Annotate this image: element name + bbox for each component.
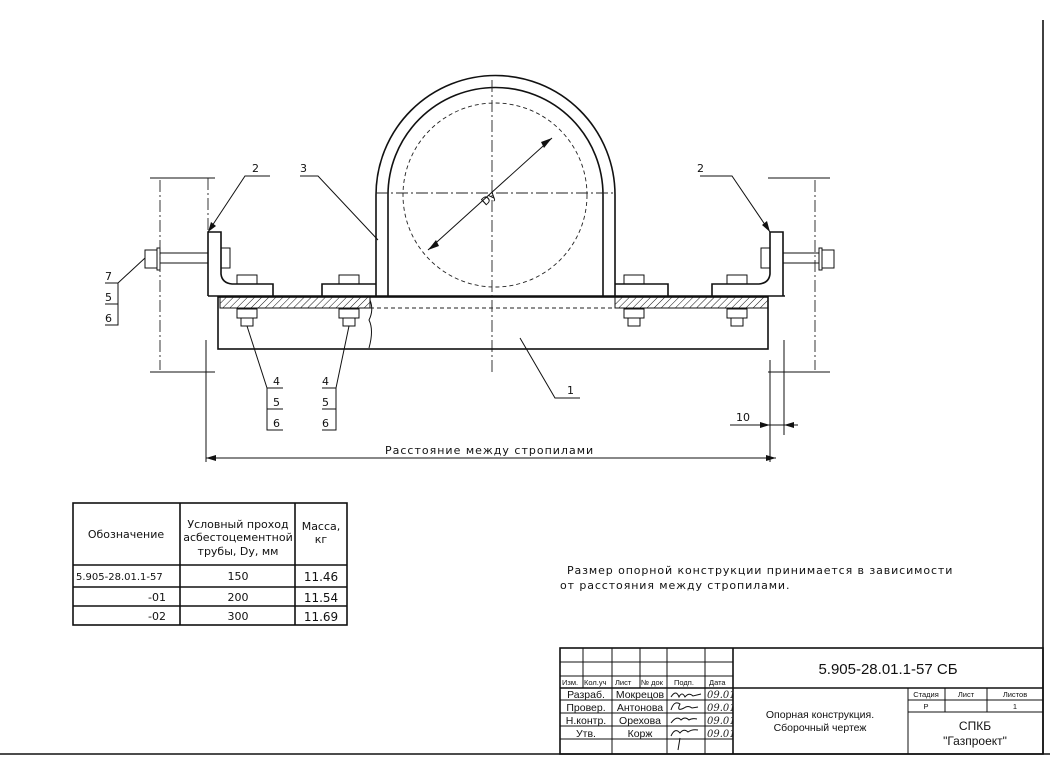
callout-3: 3 — [300, 162, 307, 175]
callout-2-right: 2 — [697, 162, 704, 175]
org-line1: СПКБ — [959, 719, 991, 733]
sheet-header: Лист — [958, 690, 975, 699]
role: Н.контр. — [566, 715, 606, 727]
date: 09.01 — [707, 716, 736, 727]
cell-designation: 5.905-28.01.1-57 — [76, 572, 163, 583]
note-line1: Размер опорной конструкции принимается в… — [567, 564, 953, 577]
dim-10-label: 10 — [736, 411, 750, 424]
cell-mass: 11.69 — [304, 610, 338, 624]
signatures — [670, 692, 702, 751]
col-podp: Подп. — [674, 678, 694, 687]
base-assembly — [144, 231, 835, 350]
col-list: Лист — [615, 678, 632, 687]
cell-designation: -01 — [148, 591, 166, 604]
callouts: 2 3 2 7 5 6 4 5 6 4 5 6 1 — [105, 162, 771, 431]
table-row: 5.905-28.01.1-57 150 11.46 — [76, 570, 338, 584]
col-doc: № док — [641, 678, 664, 687]
drawing-name-line1: Опорная конструкция. — [766, 709, 874, 721]
date: 09.01 — [707, 729, 736, 740]
org-line2: "Газпроект" — [943, 734, 1007, 748]
title-block: Изм. Кол.уч Лист № док Подп. Дата Разраб… — [559, 647, 1044, 755]
diameter-leader — [427, 137, 553, 251]
cell-mass: 11.54 — [304, 591, 338, 605]
table-row: -01 200 11.54 — [148, 591, 338, 605]
role: Утв. — [576, 728, 596, 740]
drawing-code: 5.905-28.01.1-57 СБ — [818, 661, 957, 678]
header-mass-line2: кг — [315, 533, 328, 546]
callout-6b: 6 — [273, 417, 280, 430]
callout-7: 7 — [105, 270, 112, 283]
header-dy-line3: трубы, Dy, мм — [198, 545, 279, 558]
callout-5b: 5 — [273, 396, 280, 409]
role: Провер. — [566, 702, 605, 714]
cell-mass: 11.46 — [304, 570, 338, 584]
col-kol: Кол.уч — [584, 678, 607, 687]
pipe-clamp: Dy — [375, 74, 616, 372]
cell-dy: 300 — [228, 610, 249, 623]
role: Разраб. — [567, 689, 605, 701]
col-izm: Изм. — [562, 678, 578, 687]
diameter-label: Dy — [479, 188, 499, 208]
person-name: Антонова — [617, 702, 663, 714]
note-line2: от расстояния между стропилами. — [560, 579, 790, 592]
callout-1: 1 — [567, 384, 574, 397]
person-name: Корж — [628, 728, 653, 740]
cell-dy: 150 — [228, 570, 249, 583]
stage-header: Стадия — [913, 690, 939, 699]
callout-4b: 4 — [273, 375, 280, 388]
pipe-outline — [402, 102, 588, 288]
person-name: Орехова — [619, 715, 661, 727]
callout-6a: 6 — [105, 312, 112, 325]
cell-dy: 200 — [228, 591, 249, 604]
cell-designation: -02 — [148, 610, 166, 623]
header-designation: Обозначение — [88, 528, 165, 541]
callout-4c: 4 — [322, 375, 329, 388]
drawing-name-line2: Сборочный чертеж — [774, 722, 867, 734]
dimension-label: Расстояние между стропилами — [385, 444, 594, 457]
callout-5c: 5 — [322, 396, 329, 409]
sheets-value: 1 — [1013, 702, 1017, 711]
rafter-beam — [217, 296, 769, 350]
callout-5a: 5 — [105, 291, 112, 304]
table-row: -02 300 11.69 — [148, 610, 338, 624]
stage-value: Р — [923, 702, 928, 711]
date: 09.01 — [707, 690, 736, 701]
dimensions: Расстояние между стропилами 10 — [150, 177, 830, 462]
header-dy-line2: асбестоцементной — [183, 531, 293, 544]
callout-6c: 6 — [322, 417, 329, 430]
sheets-header: Листов — [1003, 690, 1027, 699]
header-dy-line1: Условный проход — [187, 518, 289, 531]
header-mass-line1: Масса, — [302, 520, 341, 533]
date: 09.01 — [707, 703, 736, 714]
col-date: Дата — [709, 678, 726, 687]
callout-2-left: 2 — [252, 162, 259, 175]
person-name: Мокрецов — [616, 689, 665, 701]
specification-table: Обозначение Условный проход асбестоцемен… — [72, 502, 348, 626]
